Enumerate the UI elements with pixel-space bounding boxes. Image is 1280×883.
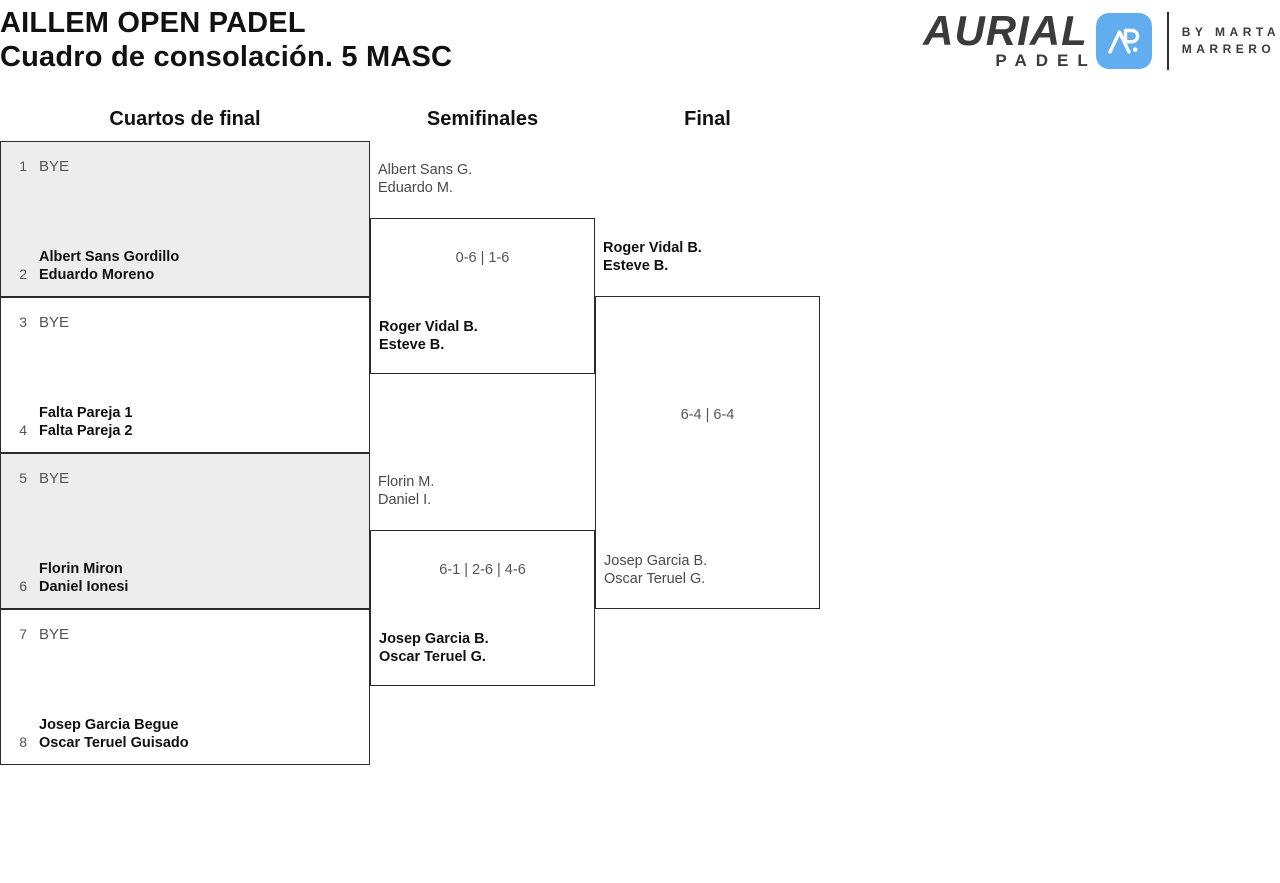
qf-match-1[interactable]: 1 BYE 2 Albert Sans Gordillo Eduardo Mor… bbox=[0, 141, 370, 297]
seed-number: 7 bbox=[19, 626, 27, 642]
qf-match-4[interactable]: 7 BYE 8 Josep Garcia Begue Oscar Teruel … bbox=[0, 609, 370, 765]
sf2-score: 6-1 | 2-6 | 4-6 bbox=[439, 562, 526, 578]
round-header-quarterfinals: Cuartos de final bbox=[109, 108, 261, 130]
logo-byline-2: MARRERO bbox=[1181, 42, 1276, 56]
seed-number: 3 bbox=[19, 314, 27, 330]
sf-match-2[interactable]: 6-1 | 2-6 | 4-6 Josep Garcia B. Oscar Te… bbox=[370, 530, 595, 686]
sf1-lower-team: Roger Vidal B. Esteve B. bbox=[379, 319, 478, 353]
sf1-score: 0-6 | 1-6 bbox=[455, 250, 510, 266]
team-names: Josep Garcia Begue Oscar Teruel Guisado bbox=[39, 717, 189, 751]
team-names: Albert Sans Gordillo Eduardo Moreno bbox=[39, 249, 180, 283]
team-names: Florin Miron Daniel Ionesi bbox=[39, 561, 129, 595]
tournament-name: AILLEM OPEN PADEL bbox=[0, 7, 306, 39]
team-names: BYE bbox=[39, 158, 70, 175]
round-header-semifinals: Semifinales bbox=[426, 108, 539, 130]
logo-byline: BY MARTA MARRERO bbox=[1182, 24, 1280, 58]
seed-number: 4 bbox=[19, 422, 27, 438]
sf2-upper-team: Florin M. Daniel I. bbox=[378, 474, 435, 508]
ap-monogram-icon bbox=[1095, 13, 1152, 69]
logo-wordmark: AURIAL PADEL bbox=[923, 7, 1088, 71]
final-upper-team: Roger Vidal B. Esteve B. bbox=[603, 240, 702, 274]
logo-byline-1: BY MARTA bbox=[1181, 25, 1280, 39]
qf-slot-seed-2[interactable]: 2 Albert Sans Gordillo Eduardo Moreno bbox=[1, 248, 369, 284]
qf-slot-seed-8[interactable]: 8 Josep Garcia Begue Oscar Teruel Guisad… bbox=[1, 716, 369, 752]
logo-brand-text: AURIAL bbox=[923, 7, 1088, 54]
qf-match-3[interactable]: 5 BYE 6 Florin Miron Daniel Ionesi bbox=[0, 453, 370, 609]
qf-slot-seed-5[interactable]: 5 BYE bbox=[1, 470, 369, 488]
final-lower-team: Josep Garcia B. Oscar Teruel G. bbox=[604, 553, 708, 587]
sf2-lower-team: Josep Garcia B. Oscar Teruel G. bbox=[379, 631, 489, 665]
seed-number: 1 bbox=[19, 158, 27, 174]
seed-number: 6 bbox=[19, 578, 27, 594]
sf-match-1[interactable]: 0-6 | 1-6 Roger Vidal B. Esteve B. bbox=[370, 218, 595, 374]
qf-slot-seed-6[interactable]: 6 Florin Miron Daniel Ionesi bbox=[1, 560, 369, 596]
qf-slot-seed-4[interactable]: 4 Falta Pareja 1 Falta Pareja 2 bbox=[1, 404, 369, 440]
qf-slot-seed-7[interactable]: 7 BYE bbox=[1, 626, 369, 644]
page-title: AILLEM OPEN PADEL Cuadro de consolación.… bbox=[0, 6, 452, 74]
qf-slot-seed-1[interactable]: 1 BYE bbox=[1, 158, 369, 176]
qf-slot-seed-3[interactable]: 3 BYE bbox=[1, 314, 369, 332]
team-names: BYE bbox=[39, 470, 70, 487]
seed-number: 2 bbox=[19, 266, 27, 282]
bracket-subtitle: Cuadro de consolación. 5 MASC bbox=[0, 41, 453, 73]
round-header-final: Final bbox=[684, 108, 731, 130]
seed-number: 5 bbox=[19, 470, 27, 486]
qf-match-2[interactable]: 3 BYE 4 Falta Pareja 1 Falta Pareja 2 bbox=[0, 297, 370, 453]
final-score: 6-4 | 6-4 bbox=[680, 407, 735, 423]
logo-sub-text: PADEL bbox=[995, 51, 1097, 70]
final-match[interactable]: 6-4 | 6-4 Josep Garcia B. Oscar Teruel G… bbox=[595, 296, 820, 609]
team-names: Falta Pareja 1 Falta Pareja 2 bbox=[39, 405, 133, 439]
team-names: BYE bbox=[39, 626, 70, 643]
logo-divider bbox=[1166, 12, 1169, 70]
team-names: BYE bbox=[39, 314, 70, 331]
aurial-padel-logo: AURIAL PADEL BY MARTA MARRERO bbox=[923, 8, 1280, 74]
sf1-upper-team: Albert Sans G. Eduardo M. bbox=[378, 162, 473, 196]
seed-number: 8 bbox=[19, 734, 27, 750]
